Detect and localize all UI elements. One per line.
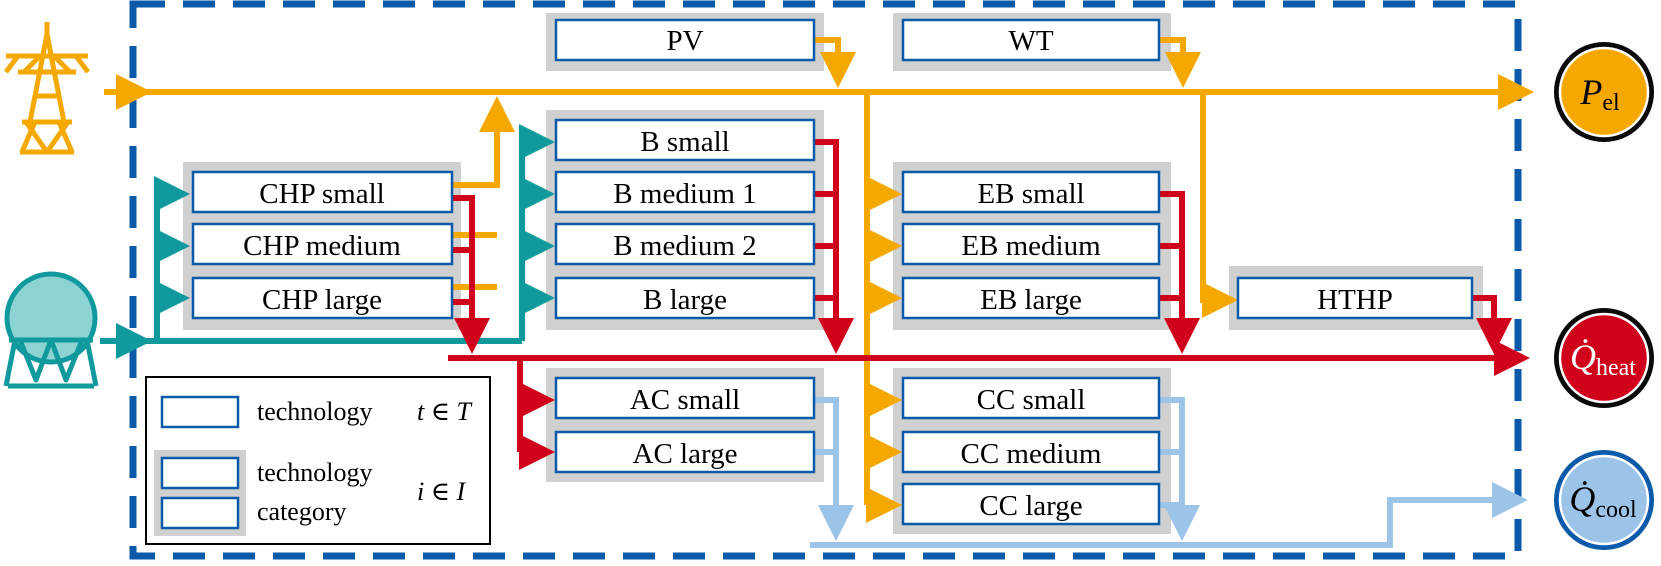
svg-text:Q̇heat: Q̇heat <box>1570 337 1636 381</box>
label-ac-large: AC large <box>633 438 738 470</box>
bus-to-hthp <box>1200 92 1238 318</box>
box-b-small <box>554 118 816 162</box>
box-ac-large <box>554 430 816 474</box>
legend-category-label-line2: category <box>257 497 347 526</box>
label-b-medium-2: B medium 2 <box>613 230 756 262</box>
label-b-medium-1: B medium 1 <box>613 178 756 210</box>
cooling-symbol: Q̇ <box>1569 479 1595 519</box>
gas-tank-icon <box>3 271 99 389</box>
box-b-medium-2 <box>554 222 816 266</box>
box-cc-small <box>901 376 1161 420</box>
legend-category-swatch-1 <box>160 456 240 490</box>
heat-symbol: Q̇ <box>1570 337 1596 377</box>
system-boundary <box>129 0 1522 560</box>
cooling-subscript: cool <box>1595 497 1637 523</box>
box-b-large <box>554 276 816 320</box>
ac-cool-collector <box>812 397 854 541</box>
label-eb-small: EB small <box>977 178 1084 210</box>
label-cc-small: CC small <box>977 384 1086 416</box>
box-b-medium-1 <box>554 170 816 214</box>
label-b-small: B small <box>640 126 729 158</box>
box-cc-large <box>901 482 1161 526</box>
label-chp-medium: CHP medium <box>243 230 401 262</box>
output-cooling: Q̇cool <box>1554 450 1654 550</box>
output-heat: Q̇heat <box>1554 308 1654 408</box>
box-chp-medium <box>191 222 454 266</box>
heat-subscript: heat <box>1596 355 1636 381</box>
hthp-heat <box>1470 295 1512 354</box>
legend-technology-label: technology <box>257 397 373 426</box>
box-eb-medium <box>901 222 1161 266</box>
chp-to-bus <box>452 96 515 188</box>
gas-flows <box>100 124 555 359</box>
svg-text:Q̇cool: Q̇cool <box>1569 479 1637 523</box>
b-heat-collector <box>812 139 854 354</box>
heat-flows <box>448 139 1530 470</box>
electricity-flows <box>104 37 1534 523</box>
label-eb-medium: EB medium <box>961 230 1101 262</box>
legend-category-set: i ∈ I <box>417 477 466 506</box>
label-wt: WT <box>1008 25 1053 57</box>
cooling-bus <box>810 482 1528 548</box>
label-cc-medium: CC medium <box>961 438 1102 470</box>
label-hthp: HTHP <box>1317 284 1393 316</box>
label-cc-large: CC large <box>979 490 1082 522</box>
label-eb-large: EB large <box>980 284 1082 316</box>
box-pv <box>554 18 816 62</box>
label-b-large: B large <box>643 284 727 316</box>
label-pv: PV <box>666 25 703 57</box>
box-hthp <box>1236 276 1474 320</box>
legend-category-swatch-2 <box>160 496 240 530</box>
legend-technology-swatch <box>160 395 240 429</box>
label-ac-small: AC small <box>630 384 740 416</box>
box-chp-small <box>191 170 454 214</box>
legend-category-label-line1: technology <box>257 458 373 487</box>
box-ac-small <box>554 376 816 420</box>
wt-to-bus <box>1157 37 1201 88</box>
box-chp-large <box>191 276 454 320</box>
output-electricity: Pel <box>1554 42 1654 142</box>
box-cc-medium <box>901 430 1161 474</box>
pv-to-bus <box>812 37 856 88</box>
chp-heat-collector <box>452 195 490 354</box>
legend-technology-set: t ∈ T <box>417 397 472 426</box>
power-pylon-icon <box>4 22 90 155</box>
box-eb-small <box>901 170 1161 214</box>
label-chp-large: CHP large <box>262 284 382 316</box>
box-wt <box>901 18 1161 62</box>
cc-cool-collector <box>1157 397 1200 541</box>
electricity-symbol: P <box>1579 72 1602 112</box>
cooling-flows <box>810 397 1528 548</box>
svg-text:Pel: Pel <box>1579 72 1620 116</box>
label-chp-small: CHP small <box>259 178 384 210</box>
electricity-subscript: el <box>1602 90 1620 116</box>
box-eb-large <box>901 276 1161 320</box>
legend: technology t ∈ T technology category i ∈… <box>145 376 491 545</box>
